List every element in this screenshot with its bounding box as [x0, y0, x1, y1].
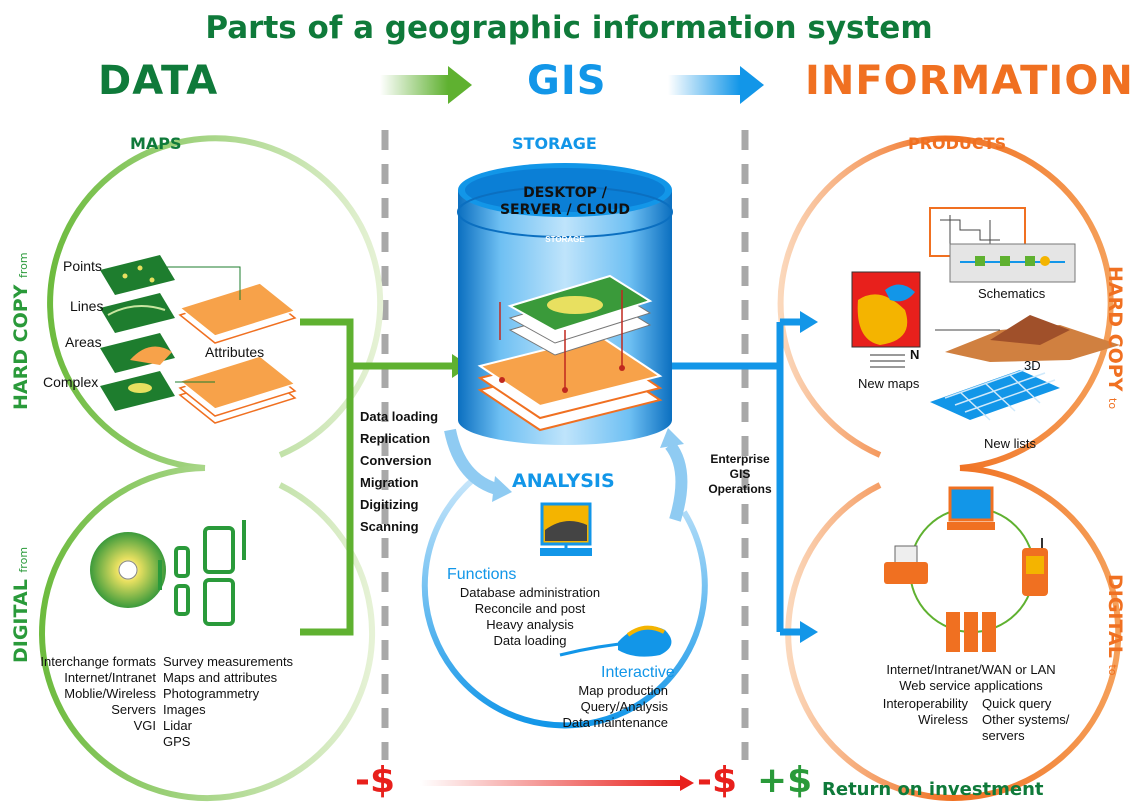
- digital-to-label: DIGITAL to: [1104, 574, 1126, 676]
- information-circles: [777, 135, 1122, 801]
- data-circles: [39, 135, 384, 801]
- digital-products-lines: Internet/Intranet/WAN or LAN Web service…: [886, 662, 1056, 693]
- blue-flow-lines: [672, 318, 800, 636]
- stored-map-layers: [477, 274, 663, 432]
- mouse-icon: [559, 625, 672, 657]
- terrain-3d-image: [935, 315, 1120, 362]
- arrow-data-to-gis: [380, 66, 472, 104]
- printer-icon: [884, 545, 928, 584]
- areas-label: Areas: [65, 334, 102, 350]
- new-map-image: [851, 271, 921, 368]
- curve-arrow-up: [665, 441, 688, 522]
- hard-copy-to-label: HARD COPY to: [1104, 266, 1126, 410]
- three-d-label: 3D: [1024, 358, 1041, 373]
- digital-from-label: DIGITAL from: [10, 546, 32, 663]
- roi-cost-end: -$: [697, 760, 737, 801]
- roi-cost-start: -$: [355, 760, 395, 801]
- header-gis: GIS: [527, 58, 607, 104]
- new-maps-label: New maps: [858, 376, 920, 391]
- north-arrow-label: N: [910, 347, 920, 362]
- cd-disc-icon: [90, 532, 166, 608]
- cylinder-band-label: STORAGE: [545, 235, 585, 244]
- interactive-list: Map production Query/Analysis Data maint…: [562, 683, 668, 730]
- products-heading: PRODUCTS: [908, 134, 1007, 153]
- cylinder-label: DESKTOP / SERVER / CLOUD: [499, 185, 631, 218]
- points-sheet-icon: [100, 255, 175, 295]
- functions-heading: Functions: [447, 566, 517, 583]
- binary-digits-icon: [158, 520, 246, 626]
- points-label: Points: [63, 258, 102, 274]
- blue-arrowhead-bottom: [800, 621, 818, 643]
- roi-cost-arrow: [420, 775, 694, 791]
- page-title: Parts of a geographic information system: [205, 10, 933, 46]
- computer-icon: [947, 486, 995, 530]
- green-flow-lines: [300, 318, 452, 636]
- maps-heading: MAPS: [130, 134, 182, 153]
- curve-arrow-down: [444, 428, 502, 496]
- analysis-circle: [421, 475, 708, 729]
- new-lists-label: New lists: [984, 436, 1037, 451]
- lines-sheet-icon: [100, 293, 175, 333]
- complex-label: Complex: [43, 374, 99, 390]
- phone-icon: [1022, 538, 1048, 596]
- schematics-image: [929, 207, 1076, 283]
- header-information: INFORMATION: [805, 58, 1134, 104]
- server-icon: [946, 612, 996, 652]
- functions-list: Database administration Reconcile and po…: [459, 585, 601, 648]
- arrow-gis-to-information: [668, 66, 764, 104]
- data-flow-list: Data loading Replication Conversion Migr…: [360, 409, 439, 534]
- header-data: DATA: [98, 58, 219, 104]
- sources-left: Interchange formats Internet/Intranet Mo…: [40, 654, 156, 733]
- blue-arrowhead-top: [800, 311, 818, 333]
- roi-label: Return on investment: [822, 779, 1044, 800]
- new-lists-image: [930, 365, 1060, 421]
- areas-sheet-icon: [100, 333, 175, 373]
- monitor-icon: [540, 502, 592, 556]
- hard-copy-from-label: HARD COPY from: [10, 252, 32, 410]
- lines-label: Lines: [70, 298, 104, 314]
- analysis-heading: ANALYSIS: [512, 470, 615, 492]
- sources-right: Survey measurements Maps and attributes …: [163, 654, 294, 749]
- schematics-label: Schematics: [978, 286, 1046, 301]
- enterprise-label: Enterprise GIS Operations: [708, 452, 772, 496]
- attributes-label: Attributes: [205, 344, 265, 360]
- digital-products-left: Interoperability Wireless: [882, 696, 968, 727]
- attribute-sheets: [178, 282, 297, 424]
- map-layer-sheets: [100, 255, 297, 424]
- digital-products-right: Quick query Other systems/ servers: [982, 696, 1070, 743]
- roi-gain: +$: [757, 760, 813, 801]
- interactive-heading: Interactive: [601, 664, 675, 681]
- storage-cylinder: [457, 163, 673, 445]
- storage-heading: STORAGE: [512, 134, 597, 153]
